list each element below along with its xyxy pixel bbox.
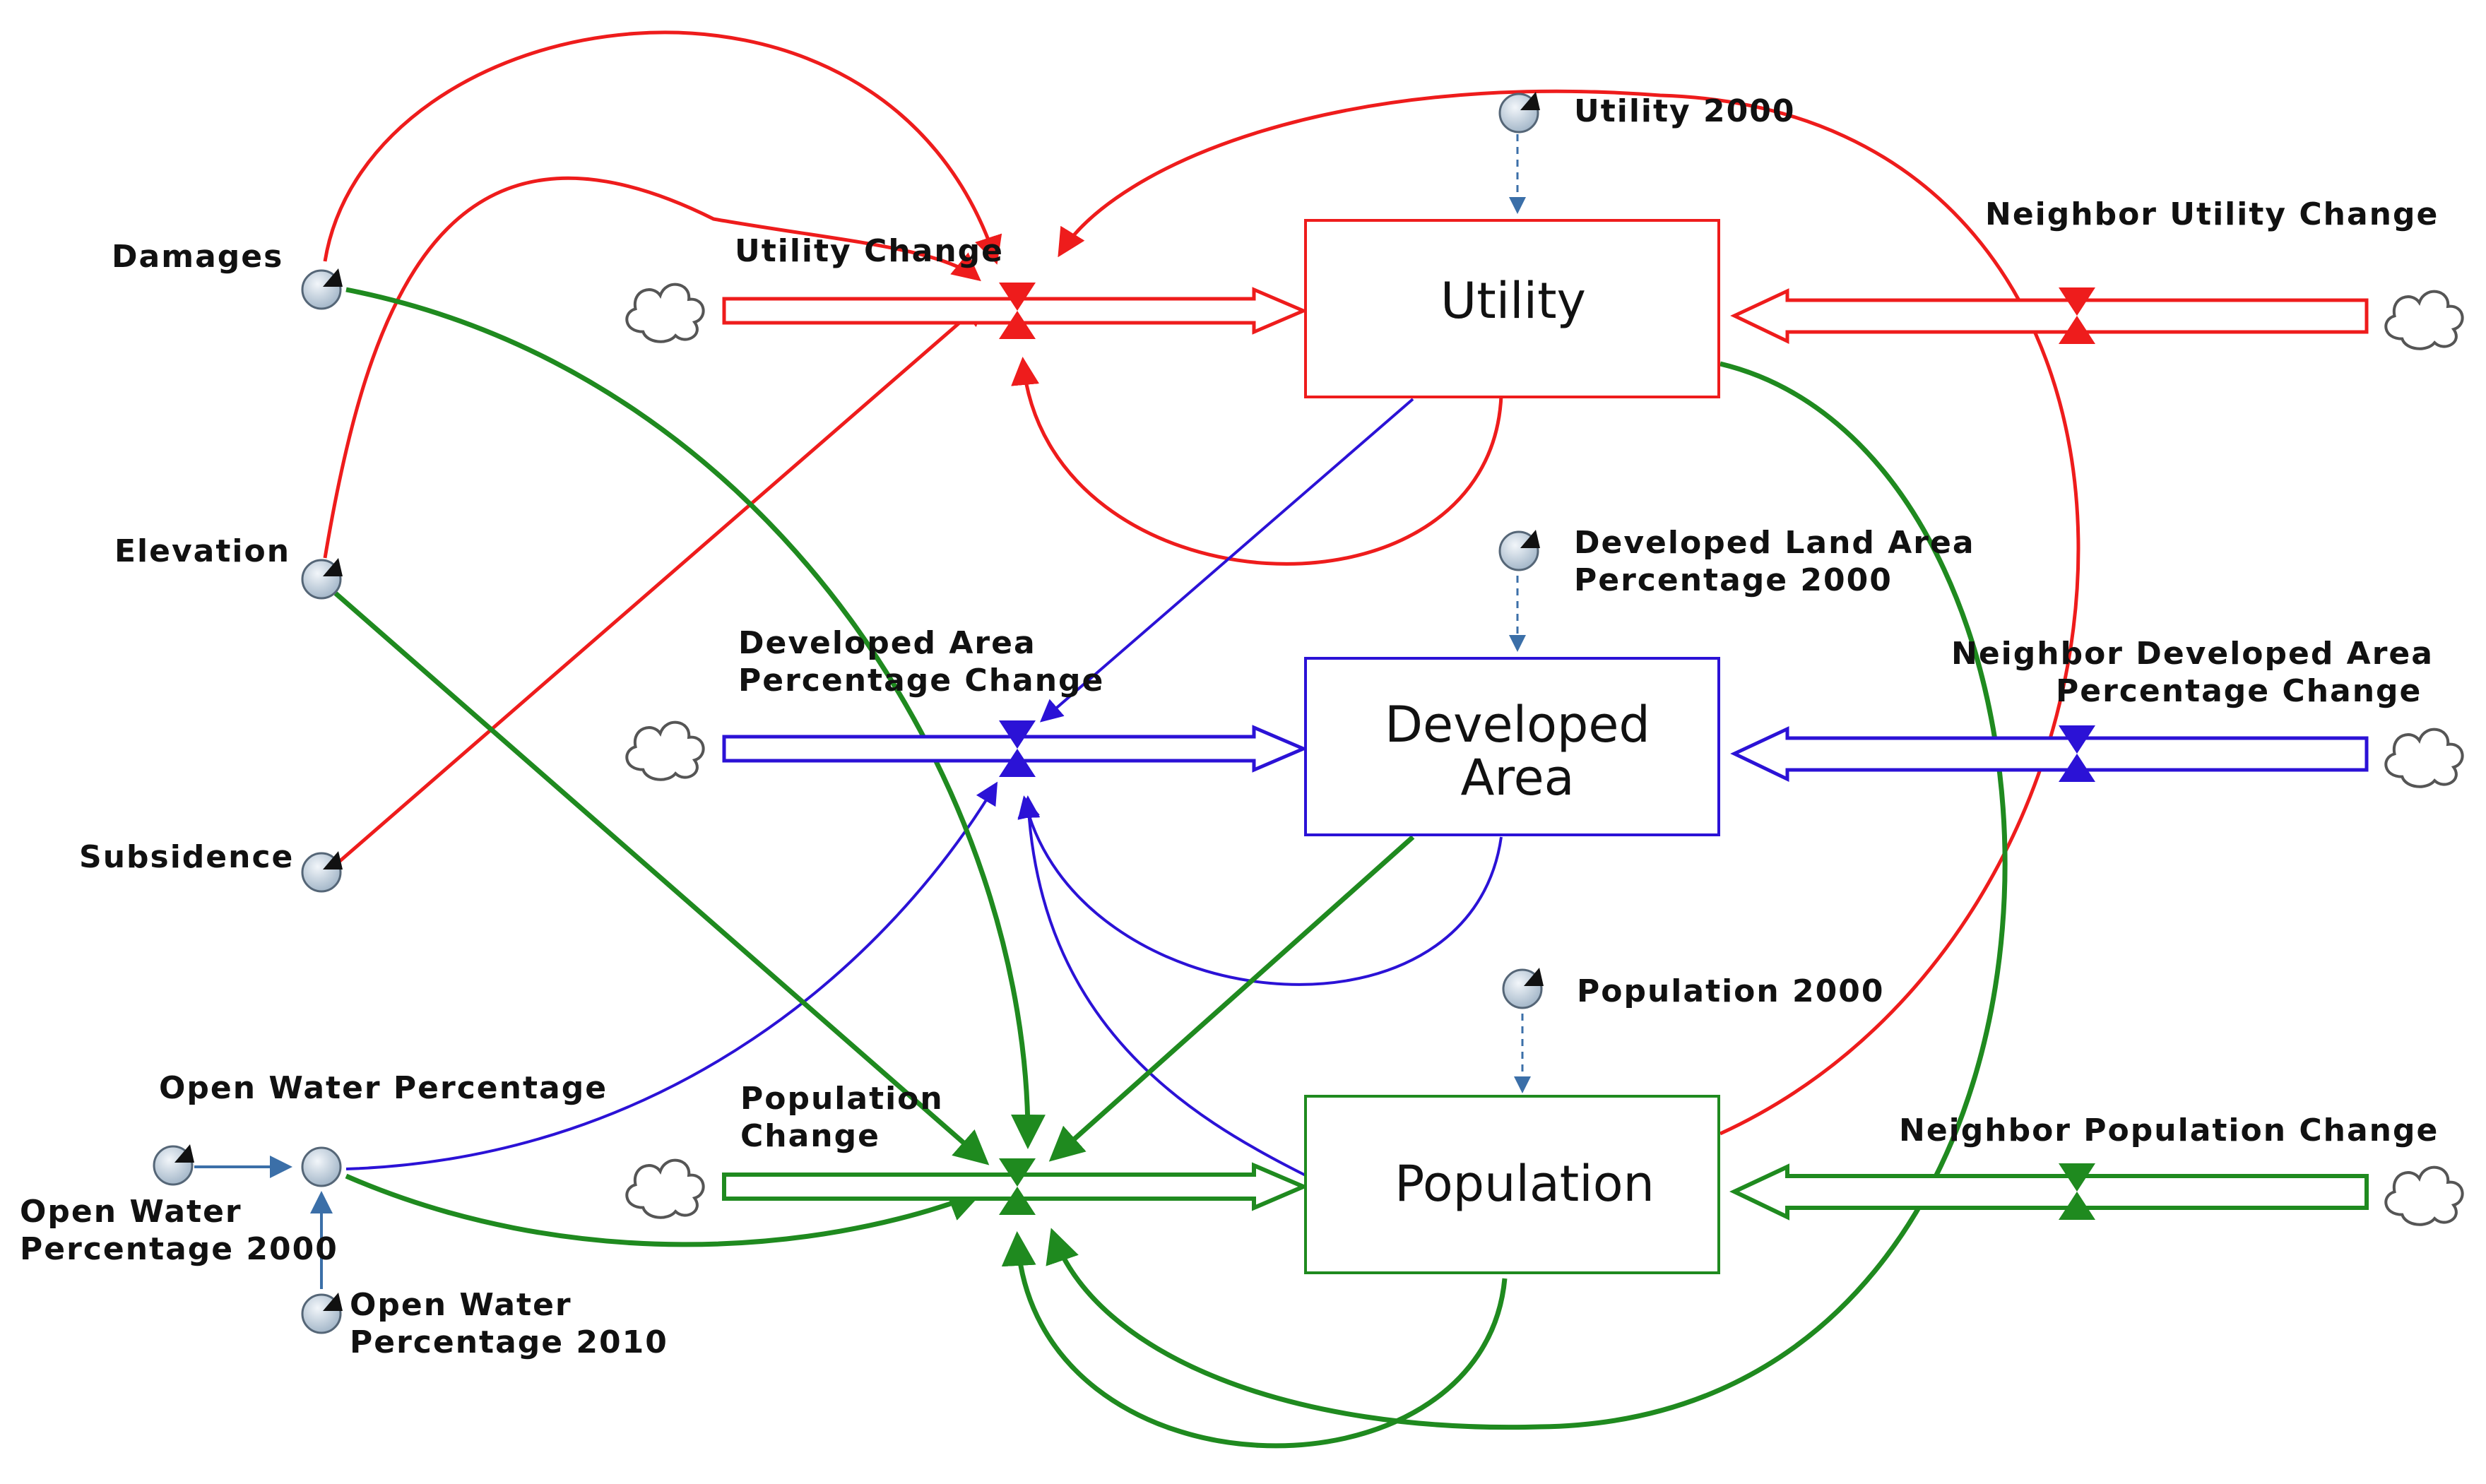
cloud-icon [627,1161,703,1218]
cloud-icon [2386,730,2462,787]
label-damages: Damages [112,239,283,275]
stock-utility[interactable]: Utility [1304,219,1720,398]
valve-icon[interactable] [2059,725,2095,782]
link-developed-developed-change-loop [1017,795,1503,986]
label-neighbor-population-change: Neighbor Population Change [1899,1112,2439,1148]
cloud-icon [2386,292,2462,349]
label-neighbor-utility-change: Neighbor Utility Change [1985,196,2439,232]
link-utility-developed-change [1039,398,1414,723]
label-open-water-2000-line2: Percentage 2000 [20,1231,338,1267]
link-openwater-developed-change [345,781,998,1170]
label-developed-change-line1: Developed Area [738,625,1036,661]
valve-icon[interactable] [999,283,1036,339]
link-openwater-population-change [345,1173,983,1247]
gauge-icon[interactable] [301,557,344,600]
valve-icon[interactable] [999,1158,1036,1215]
gauge-icon[interactable] [1502,966,1545,1009]
label-population-change-line2: Change [740,1118,880,1154]
link-subsidence-utility-change [338,297,988,863]
gauge-icon[interactable] [301,850,344,893]
label-open-water-2010-line2: Percentage 2010 [350,1324,668,1360]
stock-population[interactable]: Population [1304,1095,1720,1274]
pipe-utility-change [722,287,1308,335]
link-utility-population-change [1046,361,2008,1430]
gauge-icon[interactable] [301,267,344,310]
gauge-icon[interactable] [153,1143,196,1186]
stock-developed-label-line2: Area [1460,749,1574,807]
label-neighbor-developed-line1: Neighbor Developed Area [1951,636,2434,672]
label-developed-2000-line1: Developed Land Area [1574,525,1975,561]
label-elevation: Elevation [114,533,290,569]
valve-icon[interactable] [2059,1163,2095,1220]
valve-icon[interactable] [2059,287,2095,344]
stock-population-label: Population [1395,1155,1655,1213]
link-elevation-population-change [333,591,990,1165]
label-developed-change-line2: Percentage Change [738,663,1104,699]
gauge-icon[interactable] [301,1291,344,1334]
valve-icon[interactable] [999,720,1036,777]
label-utility-change: Utility Change [735,233,1004,269]
label-utility-2000: Utility 2000 [1574,93,1796,129]
link-population-utility-change [1058,89,2080,1136]
label-open-water-2000-line1: Open Water [20,1194,242,1230]
cloud-icon [627,723,703,780]
link-damages-utility-change [323,30,1002,265]
pipe-population-change [722,1162,1309,1211]
pipe-developed-change [722,725,1308,773]
link-utility-utility-change-loop [1011,357,1503,566]
label-neighbor-developed-line2: Percentage Change [2056,673,2422,709]
stock-utility-label: Utility [1440,272,1586,330]
link-population-developed-change [1017,795,1308,1177]
label-subsidence: Subsidence [79,839,294,875]
pipe-neighbor-population-change [1729,1163,2369,1221]
label-developed-2000-line2: Percentage 2000 [1574,562,1893,598]
gauge-icon[interactable] [301,1146,342,1187]
pipe-neighbor-developed-change [1730,726,2369,782]
cloud-icon [627,285,703,342]
gauge-icon[interactable] [1498,528,1541,571]
stock-developed-label-line1: Developed [1385,696,1650,754]
cloud-icon [2386,1168,2462,1225]
link-damages-population-change [345,287,1046,1149]
link-developed-population-change [1048,835,1415,1162]
label-open-water-2010-line1: Open Water [350,1287,572,1323]
link-population-population-change-loop [1001,1231,1508,1449]
label-population-2000: Population 2000 [1577,973,1885,1009]
label-population-change-line1: Population [740,1081,944,1117]
link-elevation-utility-change [323,176,981,559]
stock-developed-area[interactable]: Developed Area [1304,657,1720,836]
label-open-water-percentage: Open Water Percentage [159,1070,608,1106]
pipe-neighbor-utility-change [1730,288,2369,344]
gauge-icon[interactable] [1498,90,1541,133]
